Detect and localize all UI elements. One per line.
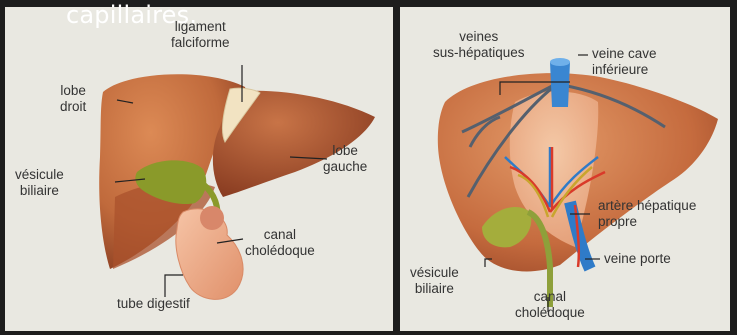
label-line-1: vésicule xyxy=(410,265,459,281)
label-tube-digestif: tube digestif xyxy=(117,296,190,312)
label-line-2: cholédoque xyxy=(515,305,585,321)
label-veines-sus-hepatiques: veines sus-hépatiques xyxy=(433,29,525,61)
label-line-1: lobe xyxy=(60,83,86,99)
label-line-2: falciforme xyxy=(171,35,230,51)
caption-text: capillaires. xyxy=(66,0,197,30)
label-line-2: droit xyxy=(60,99,86,115)
label-line-1: vésicule xyxy=(15,167,64,183)
label-line-2: cholédoque xyxy=(245,243,315,259)
label-veine-cave-inferieure: veine cave inférieure xyxy=(592,46,657,78)
label-line-1: canal xyxy=(245,227,315,243)
label-veine-porte: veine porte xyxy=(604,251,671,267)
label-line-2: inférieure xyxy=(592,62,657,78)
label-lobe-droit: lobe droit xyxy=(60,83,86,115)
label-line-1: artère hépatique xyxy=(598,198,696,214)
label-line-1: lobe xyxy=(323,143,367,159)
label-vesicule-biliaire: vésicule biliaire xyxy=(15,167,64,199)
label-line-2: gauche xyxy=(323,159,367,175)
label-line-1: canal xyxy=(515,289,585,305)
label-line-2: biliaire xyxy=(410,281,459,297)
liver-internal-panel: veines sus-hépatiques veine cave inférie… xyxy=(400,7,730,331)
label-canal-choledoque: canal cholédoque xyxy=(515,289,585,321)
label-lobe-gauche: lobe gauche xyxy=(323,143,367,175)
inferior-vena-cava xyxy=(550,62,570,107)
liver-external-panel: ligament falciforme lobe droit lobe gauc… xyxy=(5,7,393,331)
label-vesicule-biliaire: vésicule biliaire xyxy=(410,265,459,297)
label-canal-choledoque: canal cholédoque xyxy=(245,227,315,259)
label-line-2: sus-hépatiques xyxy=(433,45,525,61)
label-line-2: propre xyxy=(598,214,696,230)
label-line-2: biliaire xyxy=(15,183,64,199)
label-artere-hepatique-propre: artère hépatique propre xyxy=(598,198,696,230)
label-line-1: veines xyxy=(433,29,525,45)
label-line-1: veine cave xyxy=(592,46,657,62)
